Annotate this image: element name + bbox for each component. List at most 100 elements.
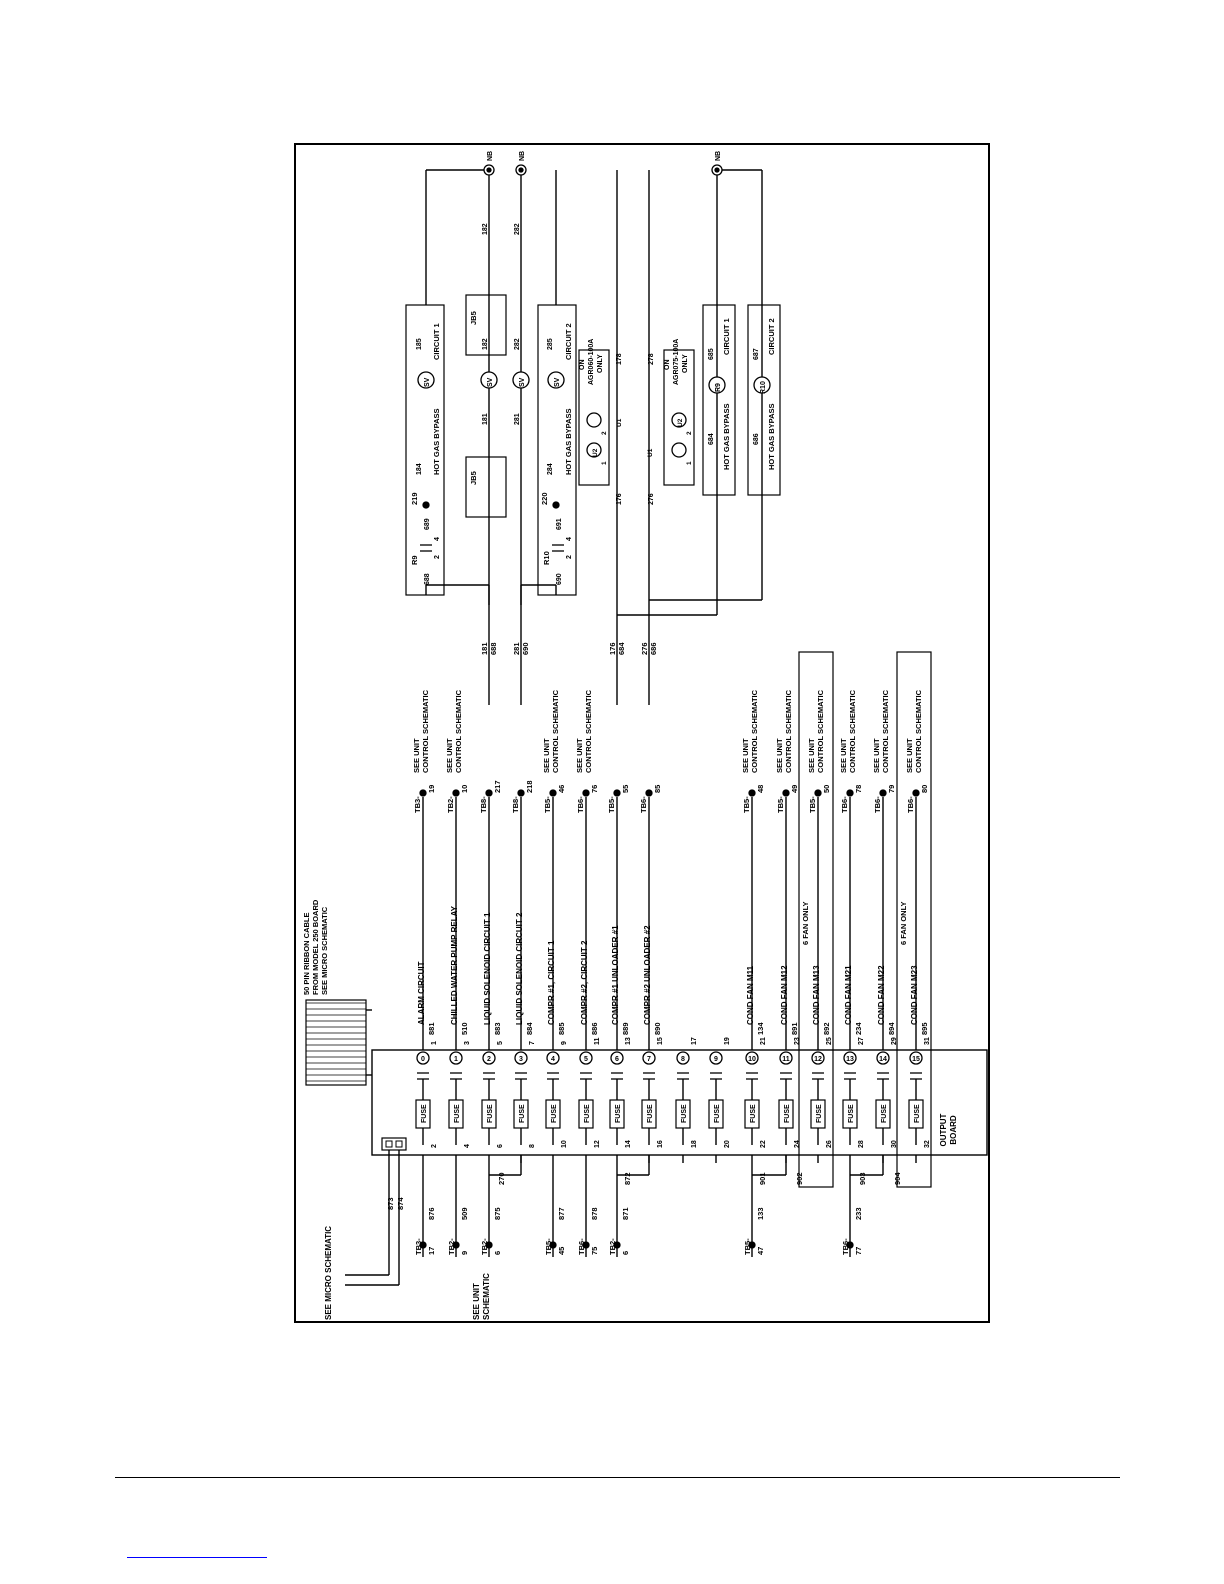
terminal-block: TB5- <box>742 796 751 813</box>
board-pin: 21 <box>760 1037 767 1045</box>
terminal-block: TB5- <box>543 796 552 813</box>
channel-number-circle <box>676 1051 690 1065</box>
terminal-block: TB6- <box>639 796 648 813</box>
control-ref: CONTROL SCHEMATIC <box>584 689 593 773</box>
channel-number: 8 <box>681 1056 685 1063</box>
fuse-label: FUSE <box>714 1104 721 1123</box>
wire-number: 282 <box>514 338 521 350</box>
wire-number: 889 <box>621 1022 630 1035</box>
terminal-number: 47 <box>756 1247 765 1255</box>
hot-gas-bypass-2-box <box>537 304 577 596</box>
channel-number-circle <box>909 1051 923 1065</box>
channel-number-circle <box>843 1051 857 1065</box>
wire-number: 284 <box>547 463 554 475</box>
wire-number: 278 <box>648 353 655 365</box>
wire-number: 281 <box>512 642 521 655</box>
six-fan-note: 6 FAN ONLY <box>801 902 810 945</box>
wire-number: 875 <box>493 1207 502 1220</box>
channel-number-circle <box>449 1051 463 1065</box>
board-pin: 32 <box>924 1140 931 1148</box>
output-label: COMPR #2 UNLOADER #2 <box>643 925 652 1025</box>
terminal-number: 78 <box>854 785 863 793</box>
wire-number: 878 <box>590 1207 599 1220</box>
control-ref: SEE UNIT <box>741 738 750 773</box>
channel-number-circle <box>745 1051 759 1065</box>
ribbon-note-line: 50 PIN RIBBON CABLE <box>302 912 311 995</box>
pin-number: 1 <box>601 461 608 465</box>
channel-number: 0 <box>421 1056 425 1063</box>
channel-number: 6 <box>615 1056 619 1063</box>
control-ref: CONTROL SCHEMATIC <box>750 689 759 773</box>
jumper-number: 903 <box>858 1172 867 1185</box>
terminal-dot <box>879 789 887 797</box>
six-fan-note: 6 FAN ONLY <box>899 902 908 945</box>
terminal-dot <box>419 789 427 797</box>
channel-number-circle <box>546 1051 560 1065</box>
wire-number: 282 <box>514 223 521 235</box>
footer-link-underline[interactable] <box>127 1557 267 1558</box>
terminal-number: 55 <box>621 785 630 793</box>
terminal-dot <box>552 501 560 509</box>
jumper-number: 902 <box>795 1172 804 1185</box>
solenoid-valve <box>480 371 498 389</box>
channel-number-circle <box>416 1051 430 1065</box>
nb-label: NB <box>487 151 494 161</box>
control-ref: SEE UNIT <box>575 738 584 773</box>
channel-number: 13 <box>846 1056 854 1063</box>
wire-number: 688 <box>424 573 431 585</box>
output-label: COND FAN M21 <box>844 965 853 1025</box>
pin-number: 4 <box>566 537 573 541</box>
wire-number: 233 <box>854 1207 863 1220</box>
board-pin: 20 <box>724 1140 731 1148</box>
board-pin: 10 <box>561 1140 568 1148</box>
board-pin: 11 <box>594 1037 601 1045</box>
terminal-block: TB2- <box>480 1238 489 1255</box>
channel-number: 9 <box>714 1056 718 1063</box>
channel-number: 12 <box>814 1056 822 1063</box>
wire-number: 686 <box>753 433 760 445</box>
board-pin: 22 <box>760 1140 767 1148</box>
wire-number: 176 <box>608 642 617 655</box>
wire-number: 181 <box>482 413 489 425</box>
solenoid-valve <box>512 371 530 389</box>
fuse-label: FUSE <box>615 1104 622 1123</box>
wire-number: 690 <box>556 573 563 585</box>
terminal-number: 10 <box>460 785 469 793</box>
ribbon-connector <box>381 1137 407 1151</box>
terminal-number: 217 <box>493 780 502 793</box>
nb-label: NB <box>519 151 526 161</box>
terminal-dot <box>814 789 822 797</box>
coil-label: U1 <box>616 418 623 427</box>
wire-number: 894 <box>887 1022 896 1035</box>
solenoid-valve <box>417 371 435 389</box>
device-label: HOT GAS BYPASS <box>767 403 776 470</box>
channel-number-circle <box>514 1051 528 1065</box>
terminal-number: 6 <box>493 1251 502 1255</box>
six-fan-box-circuit-1 <box>798 651 834 1188</box>
board-pin: 25 <box>826 1037 833 1045</box>
coil-label: U2 <box>592 448 599 457</box>
unloader-note: ONLY <box>597 354 604 373</box>
terminal-block: TB5- <box>776 796 785 813</box>
terminal-dot <box>613 789 621 797</box>
terminal-block: TB6- <box>841 1238 850 1255</box>
wire-number: 685 <box>708 348 715 360</box>
wire-number: 687 <box>753 348 760 360</box>
output-label: COND FAN M12 <box>780 965 789 1025</box>
pin-number: 2 <box>686 431 693 435</box>
device-label: CIRCUIT 2 <box>564 323 573 360</box>
six-fan-box-circuit-2 <box>896 651 932 1188</box>
junction-box-jb5 <box>465 294 507 356</box>
terminal-block: TB6- <box>577 1238 586 1255</box>
terminal-dot <box>645 789 653 797</box>
pin-number: 1 <box>686 461 693 465</box>
device-label: HOT GAS BYPASS <box>564 408 573 475</box>
terminal-number: 48 <box>756 785 765 793</box>
wire-number: 895 <box>920 1022 929 1035</box>
board-pin: 7 <box>529 1041 536 1045</box>
control-ref: SEE UNIT <box>412 738 421 773</box>
fuse-label: FUSE <box>784 1104 791 1123</box>
wire-number: 509 <box>460 1207 469 1220</box>
